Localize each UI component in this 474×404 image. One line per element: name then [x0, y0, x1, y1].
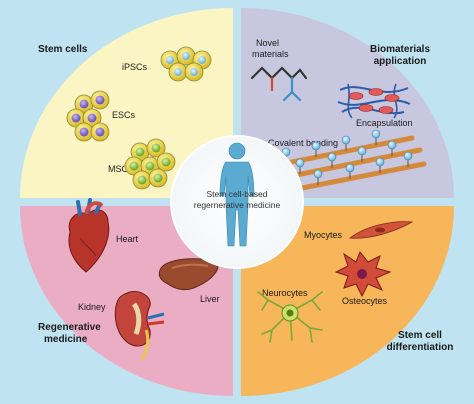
kidney-icon [114, 291, 165, 361]
liver-icon [158, 258, 219, 291]
myocyte-cell-icon [348, 221, 414, 239]
stem-cells-title: Stem cells [38, 44, 88, 55]
human-figure-icon [219, 142, 255, 247]
escs-cell-cluster-icon [66, 90, 110, 142]
covalent-bonding-label: Covalent bonding [268, 138, 338, 148]
neurocytes-label: Neurocytes [262, 288, 308, 298]
osteocytes-label: Osteocytes [342, 296, 388, 306]
mscs-label: MSCs [108, 164, 133, 174]
neurocyte-cell-icon [257, 291, 323, 343]
biomaterials-title-line2: application [374, 56, 427, 67]
liver-label: Liver [200, 294, 220, 304]
ipscs-label: iPSCs [122, 62, 148, 72]
escs-label: ESCs [112, 110, 136, 120]
quadrant-biomaterials [241, 8, 454, 198]
osteocyte-cell-icon [334, 251, 392, 298]
novel-materials-label-line2: materials [252, 49, 289, 59]
mscs-cell-cluster-icon [124, 138, 176, 190]
myocytes-label: Myocytes [304, 230, 343, 240]
ipscs-cell-cluster-icon [160, 46, 212, 82]
novel-materials-label-line1: Novel [256, 38, 279, 48]
regenerative-title-line1: Regenerative [38, 322, 101, 333]
regenerative-title-line2: medicine [44, 334, 88, 345]
biomaterials-title-line1: Biomaterials [370, 44, 430, 55]
differentiation-title-line1: Stem cell [398, 330, 442, 341]
heart-icon [68, 198, 110, 273]
molecule-structure-icon [250, 66, 308, 102]
center-label-line1: Stem cell-based [207, 189, 268, 199]
quadrant-differentiation [241, 206, 454, 396]
encapsulation-mesh-icon [337, 83, 411, 119]
center-label-line2: regernerative medicine [194, 200, 281, 210]
kidney-label: Kidney [78, 302, 106, 312]
differentiation-title-line2: differentiation [387, 342, 454, 353]
encapsulation-label: Encapsulation [356, 118, 413, 128]
heart-label: Heart [116, 234, 139, 244]
